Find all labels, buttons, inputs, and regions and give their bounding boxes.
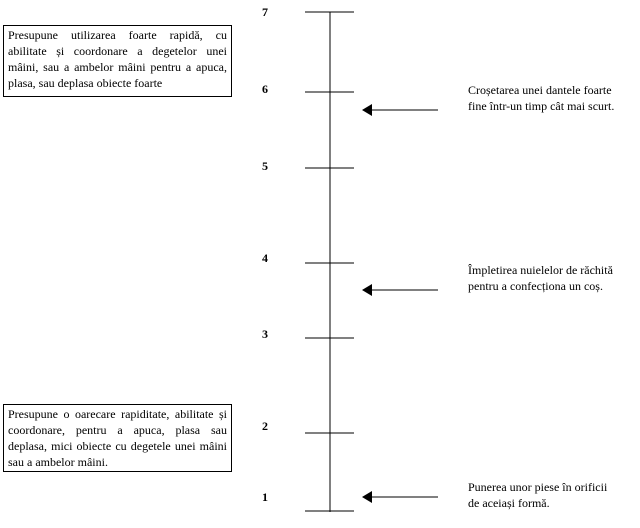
- arrow-3: [362, 491, 438, 503]
- scale-label-3: 3: [262, 327, 268, 341]
- description-box-top: Presupune utilizarea foarte rapidă, cu a…: [3, 25, 232, 97]
- scale-label-4: 4: [262, 251, 268, 265]
- example-line: fine într-un timp cât mai scurt.: [468, 99, 615, 113]
- example-line: Împletirea nuielelor de răchită: [468, 263, 613, 277]
- scale-label-1: 1: [262, 490, 268, 504]
- example-line: Punerea unor piese în orificii: [468, 480, 608, 494]
- example-4: Împletirea nuielelor de răchită pentru a…: [468, 262, 638, 294]
- example-6: Croșetarea unei dantele foarte fine într…: [468, 82, 638, 114]
- scale-label-7: 7: [262, 5, 268, 19]
- arrow-2: [362, 284, 438, 296]
- example-line: Croșetarea unei dantele foarte: [468, 83, 612, 97]
- example-line: de aceiași formă.: [468, 496, 550, 510]
- arrow-1: [362, 104, 438, 116]
- description-box-bottom: Presupune o oarecare rapiditate, abilita…: [3, 404, 232, 472]
- scale-label-2: 2: [262, 419, 268, 433]
- example-1: Punerea unor piese în orificii de aceiaș…: [468, 479, 638, 511]
- scale-label-6: 6: [262, 82, 268, 96]
- example-line: pentru a confecționa un coș.: [468, 279, 603, 293]
- scale-label-5: 5: [262, 159, 268, 173]
